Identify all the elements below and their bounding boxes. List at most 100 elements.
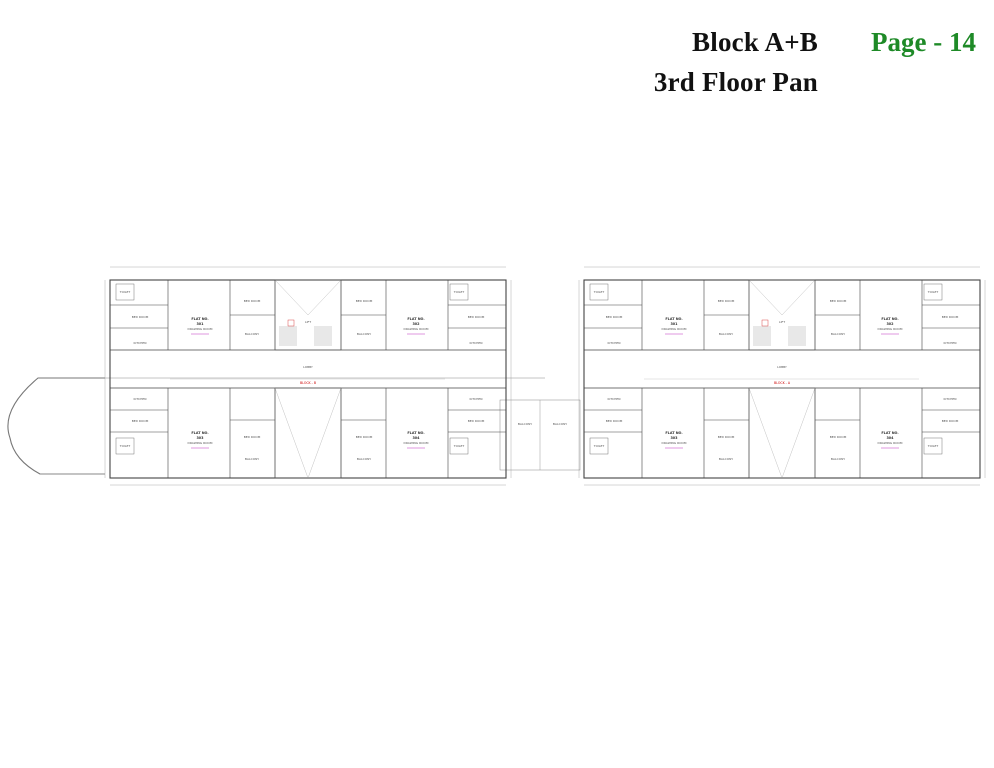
flat-label: FLAT NO. [665,431,682,435]
bridge-label: BALCONY [518,422,532,426]
toilet-label: TOILET [119,290,131,294]
kitchen-label: KITCHEN [944,397,957,401]
lift-label: LIFT [779,320,785,324]
toilet-outline [115,283,135,301]
stair-diagonal [781,387,816,479]
stair-diagonal [748,387,783,479]
drawing-room-label: DRAWING ROOM [404,327,429,331]
lift-marker [761,319,769,327]
flat-number: 301 [196,322,204,326]
balcony-label: BALCONY [831,332,845,336]
bed-room-label: BED ROOM [606,315,623,319]
stair-diagonal [307,279,342,316]
flat-label: FLAT NO. [407,317,424,321]
bridge-label: BALCONY [553,422,567,426]
stair-core [274,279,342,351]
bed-room-label: BED ROOM [468,419,485,423]
flat-number: 302 [886,322,894,326]
toilet-outline [589,283,609,301]
lobby-label: LOBBY [303,365,313,369]
block-name-label: BLOCK - B [300,381,316,385]
toilet-label: TOILET [593,290,605,294]
flat-number: 301 [670,322,678,326]
flat-label: FLAT NO. [407,431,424,435]
balcony-label: BALCONY [357,332,371,336]
toilet-label: TOILET [453,444,465,448]
drawing-room-label: DRAWING ROOM [878,441,903,445]
bed-room-label: BED ROOM [942,315,959,319]
bed-room-label: BED ROOM [132,419,149,423]
drawing-room-label: DRAWING ROOM [878,327,903,331]
stair-diagonal [274,279,309,316]
kitchen-label: KITCHEN [134,397,147,401]
kitchen-label: KITCHEN [470,341,483,345]
kitchen-label: KITCHEN [608,341,621,345]
toilet-label: TOILET [927,290,939,294]
building-block: TOILET TOILET TOILET TOILET BLOCK - B LOBBY LI… [104,266,512,486]
stair-diagonal [781,279,816,316]
balcony-label: BALCONY [245,457,259,461]
balcony-label: BALCONY [357,457,371,461]
kitchen-label: KITCHEN [470,397,483,401]
terrace-outline [7,377,105,475]
flat-label: FLAT NO. [881,431,898,435]
bed-room-label: BED ROOM [942,419,959,423]
toilet-label: TOILET [119,444,131,448]
page-number: Page - 14 [871,27,976,57]
floor-plan-drawing: BALCONY BALCONY TOILET TOILET TOILET TOILET BL… [0,260,994,500]
kitchen-label: KITCHEN [944,341,957,345]
lower-core [274,387,342,479]
drawing-room-label: DRAWING ROOM [662,327,687,331]
drawing-room-label: DRAWING ROOM [188,441,213,445]
flat-label: FLAT NO. [881,317,898,321]
toilet-outline [923,283,943,301]
bed-room-label: BED ROOM [132,315,149,319]
toilet-outline [923,437,943,455]
balcony-label: BALCONY [719,332,733,336]
toilet-label: TOILET [927,444,939,448]
toilet-outline [589,437,609,455]
drawing-title-block: Block A+B 3rd Floor Pan [654,24,818,100]
kitchen-label: KITCHEN [608,397,621,401]
balcony-label: BALCONY [245,332,259,336]
toilet-outline [115,437,135,455]
lift-marker [287,319,295,327]
bed-room-label: BED ROOM [356,435,373,439]
drawing-room-label: DRAWING ROOM [404,441,429,445]
floor-plan-svg: BALCONY BALCONY TOILET TOILET TOILET TOILET BL… [7,266,986,486]
floor-title: 3rd Floor Pan [653,67,818,97]
toilet-label: TOILET [593,444,605,448]
flat-label: FLAT NO. [191,431,208,435]
toilet-outline [449,283,469,301]
flat-number: 303 [196,436,204,440]
bed-room-label: BED ROOM [830,435,847,439]
flat-label: FLAT NO. [191,317,208,321]
block-title: Block A+B [692,27,818,57]
lift-label: LIFT [305,320,311,324]
flat-number: 304 [886,436,894,440]
bed-room-label: BED ROOM [718,299,735,303]
drawing-room-label: DRAWING ROOM [662,441,687,445]
flat-number: 304 [412,436,420,440]
stair-diagonal [274,387,309,479]
lower-core [748,387,816,479]
stair-diagonal [748,279,783,316]
flat-label: FLAT NO. [665,317,682,321]
block-name-label: BLOCK - A [774,381,791,385]
building-block: TOILET TOILET TOILET TOILET BLOCK - A LOBBY LI… [578,266,986,486]
drawing-room-label: DRAWING ROOM [188,327,213,331]
bed-room-label: BED ROOM [718,435,735,439]
bed-room-label: BED ROOM [356,299,373,303]
bed-room-label: BED ROOM [244,299,261,303]
bed-room-label: BED ROOM [606,419,623,423]
balcony-label: BALCONY [831,457,845,461]
toilet-label: TOILET [453,290,465,294]
lobby-label: LOBBY [777,365,787,369]
stair-core [748,279,816,351]
balcony-label: BALCONY [719,457,733,461]
flat-number: 302 [412,322,420,326]
bed-room-label: BED ROOM [468,315,485,319]
kitchen-label: KITCHEN [134,341,147,345]
toilet-outline [449,437,469,455]
stair-diagonal [307,387,342,479]
